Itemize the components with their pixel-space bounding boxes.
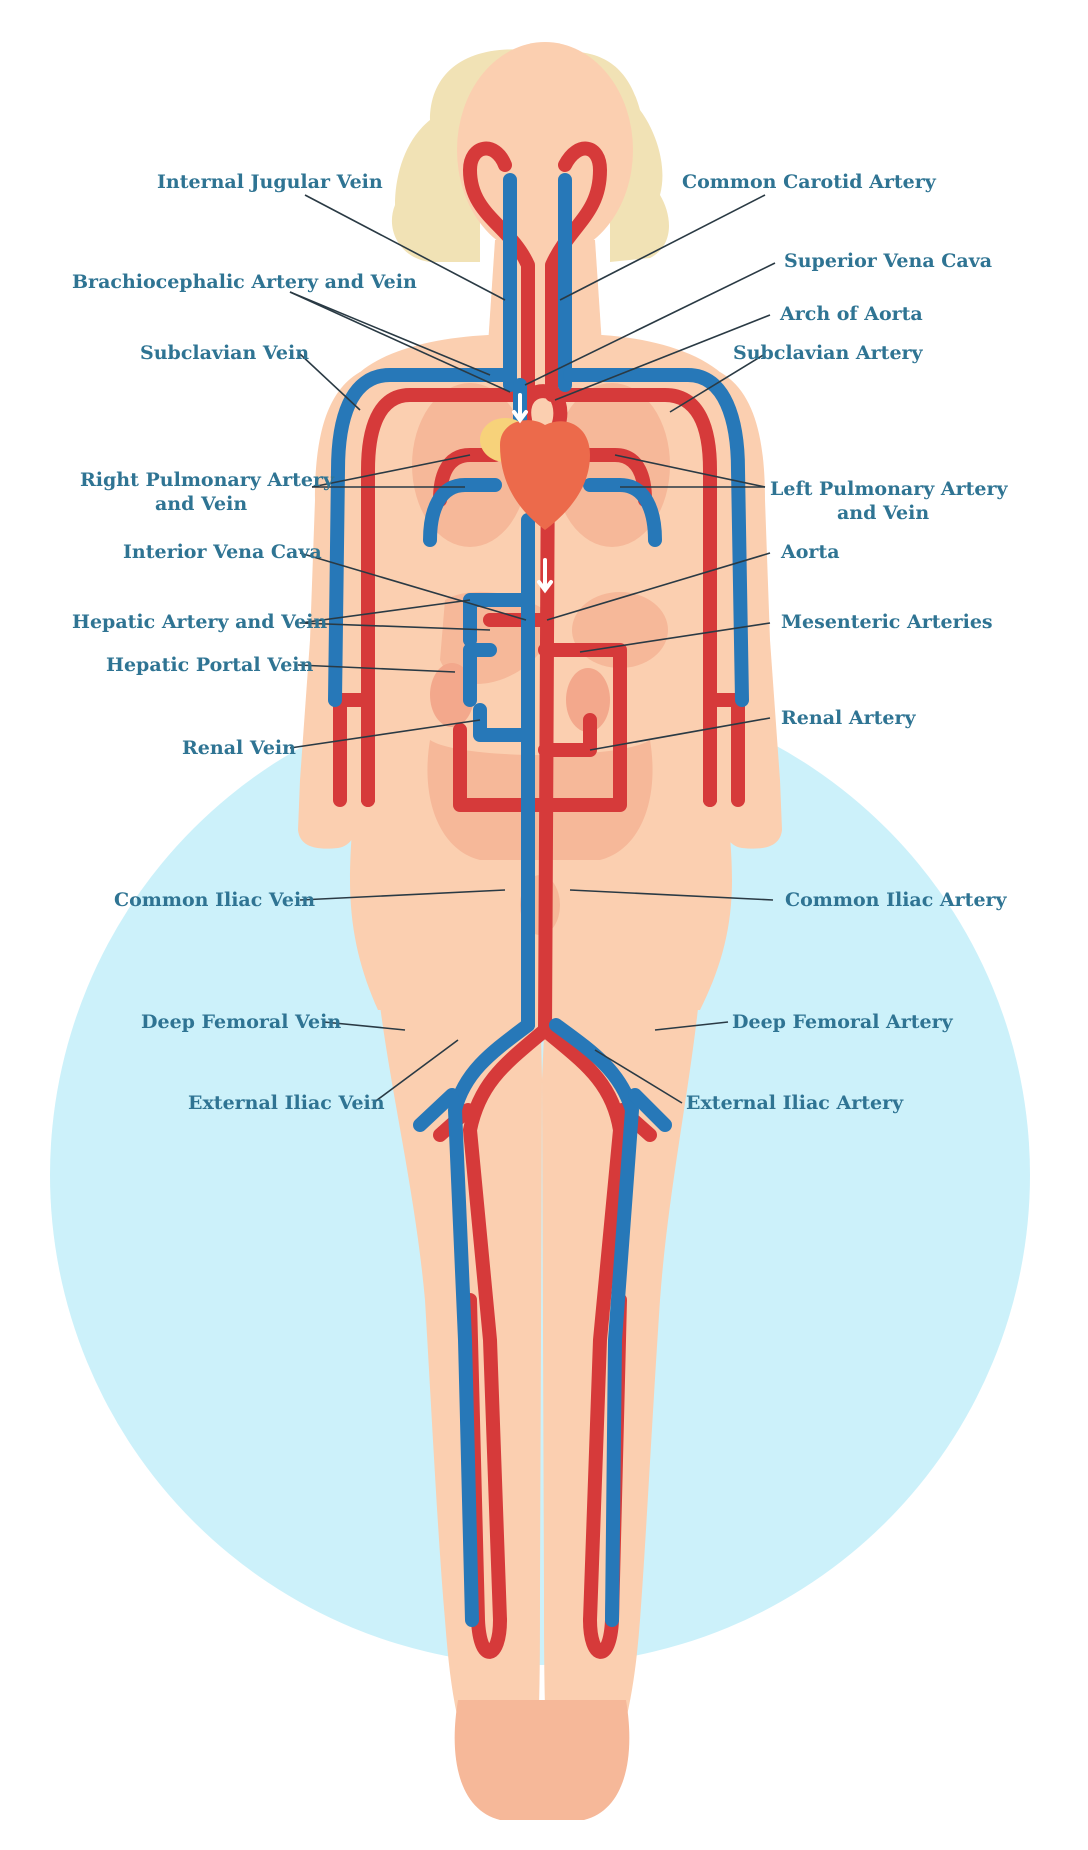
leader-brachiocephalic-b — [289, 291, 511, 393]
leader-hepatic-a — [299, 599, 471, 624]
right-leg-artery-loop — [463, 1293, 507, 1659]
leader-right-pulmonary-a — [311, 454, 471, 488]
right-iliac-vein — [448, 1018, 535, 1627]
leader-external-iliac-artery — [594, 1049, 683, 1104]
label-hepatic-artery-and-vein: Hepatic Artery and Vein — [72, 611, 327, 633]
leader-mesenteric-arteries — [579, 622, 771, 653]
right-subclavian-artery — [361, 388, 535, 807]
leader-deep-femoral-vein — [323, 1021, 406, 1031]
leader-subclavian-vein — [299, 353, 361, 411]
left-iliac-artery — [538, 1023, 627, 1627]
right-iliac-artery — [463, 1023, 552, 1627]
label-deep-femoral-artery: Deep Femoral Artery — [732, 1011, 954, 1033]
label-aorta: Aorta — [780, 541, 840, 563]
left-iliac-vein — [549, 1018, 639, 1627]
label-hepatic-portal-vein: Hepatic Portal Vein — [106, 654, 313, 676]
label-brachiocephalic-artery-and-vein: Brachiocephalic Artery and Vein — [72, 271, 417, 293]
label-common-iliac-vein: Common Iliac Vein — [114, 889, 315, 911]
leader-left-pulmonary-a — [614, 454, 766, 488]
leader-renal-artery — [589, 717, 771, 751]
leader-lines — [289, 194, 776, 1104]
right-subclavian-vein — [328, 368, 512, 707]
leader-superior-vena-cava — [524, 262, 776, 386]
leader-aorta — [546, 552, 771, 621]
label-left-pulmonary-line1: Left Pulmonary Artery — [770, 478, 1009, 500]
leader-hepatic-b — [299, 622, 491, 631]
labels: Internal Jugular Vein Common Carotid Art… — [72, 171, 1009, 1114]
leader-internal-jugular-vein — [304, 194, 506, 301]
label-internal-jugular-vein: Internal Jugular Vein — [157, 171, 383, 193]
left-pulmonary-vein — [583, 478, 662, 547]
left-lung — [554, 383, 670, 547]
leader-hepatic-portal-vein — [297, 664, 456, 673]
hepatic-portal-vein — [463, 643, 497, 707]
label-external-iliac-vein: External Iliac Vein — [188, 1092, 385, 1114]
leader-subclavian-artery — [669, 353, 766, 413]
left-subclavian-vein — [563, 368, 749, 707]
heart — [480, 393, 590, 594]
left-deep-femoral-vein — [628, 1088, 672, 1132]
renal-vein — [473, 703, 535, 742]
leader-arch-of-aorta — [554, 314, 771, 401]
label-common-iliac-artery: Common Iliac Artery — [785, 889, 1008, 911]
left-subclavian-artery — [545, 388, 717, 807]
leader-external-iliac-vein — [372, 1039, 459, 1104]
flow-arrow-into-heart — [512, 393, 528, 424]
label-interior-vena-cava: Interior Vena Cava — [123, 541, 322, 563]
leader-deep-femoral-artery — [654, 1021, 729, 1031]
label-renal-artery: Renal Artery — [781, 707, 916, 729]
label-renal-vein: Renal Vein — [182, 737, 296, 759]
flow-arrow-out-of-heart — [537, 558, 553, 594]
veins — [328, 173, 749, 1627]
label-superior-vena-cava: Superior Vena Cava — [784, 250, 992, 272]
label-external-iliac-artery: External Iliac Artery — [686, 1092, 904, 1114]
leader-brachiocephalic-a — [289, 291, 491, 376]
leader-interior-vena-cava — [299, 552, 527, 621]
right-deep-femoral-vein — [413, 1088, 459, 1132]
left-kidney — [566, 668, 610, 732]
label-right-pulmonary-line1: Right Pulmonary Artery — [80, 469, 335, 491]
label-left-pulmonary-line2: and Vein — [837, 502, 929, 524]
leader-common-carotid-artery — [559, 194, 766, 301]
label-common-carotid-artery: Common Carotid Artery — [682, 171, 937, 193]
leader-renal-vein — [289, 719, 481, 749]
label-mesenteric-arteries: Mesenteric Arteries — [781, 611, 993, 633]
right-arm-artery-loop — [333, 693, 375, 807]
right-pulmonary-vein — [423, 478, 502, 547]
leader-common-iliac-artery — [569, 889, 774, 901]
label-deep-femoral-vein: Deep Femoral Vein — [141, 1011, 341, 1033]
label-subclavian-artery: Subclavian Artery — [733, 342, 924, 364]
left-arm-artery-loop — [703, 693, 745, 807]
feet — [454, 1700, 630, 1820]
label-arch-of-aorta: Arch of Aorta — [779, 303, 923, 325]
heart-ventricles — [500, 420, 590, 530]
leader-common-iliac-vein — [299, 889, 506, 901]
label-subclavian-vein: Subclavian Vein — [140, 342, 309, 364]
label-right-pulmonary-line2: and Vein — [155, 493, 247, 515]
